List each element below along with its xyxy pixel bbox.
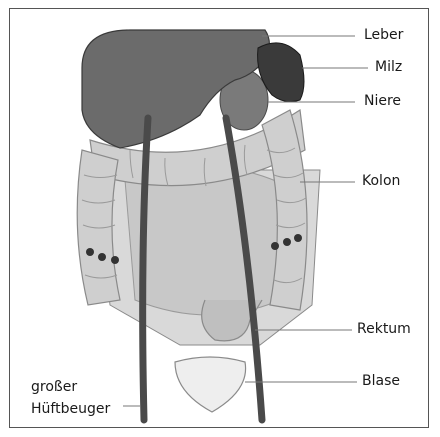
label-leber: Leber	[364, 27, 403, 43]
label-hueftbeuger: großer Hüftbeuger	[31, 376, 110, 420]
label-blase: Blase	[362, 373, 400, 389]
label-hueftbeuger-line1: großer	[31, 376, 110, 398]
bladder	[175, 357, 246, 412]
label-rektum: Rektum	[357, 321, 411, 337]
label-niere: Niere	[364, 93, 401, 109]
label-hueftbeuger-line2: Hüftbeuger	[31, 398, 110, 420]
label-milz: Milz	[375, 59, 402, 75]
label-kolon: Kolon	[362, 173, 400, 189]
small-intestine	[125, 166, 285, 315]
